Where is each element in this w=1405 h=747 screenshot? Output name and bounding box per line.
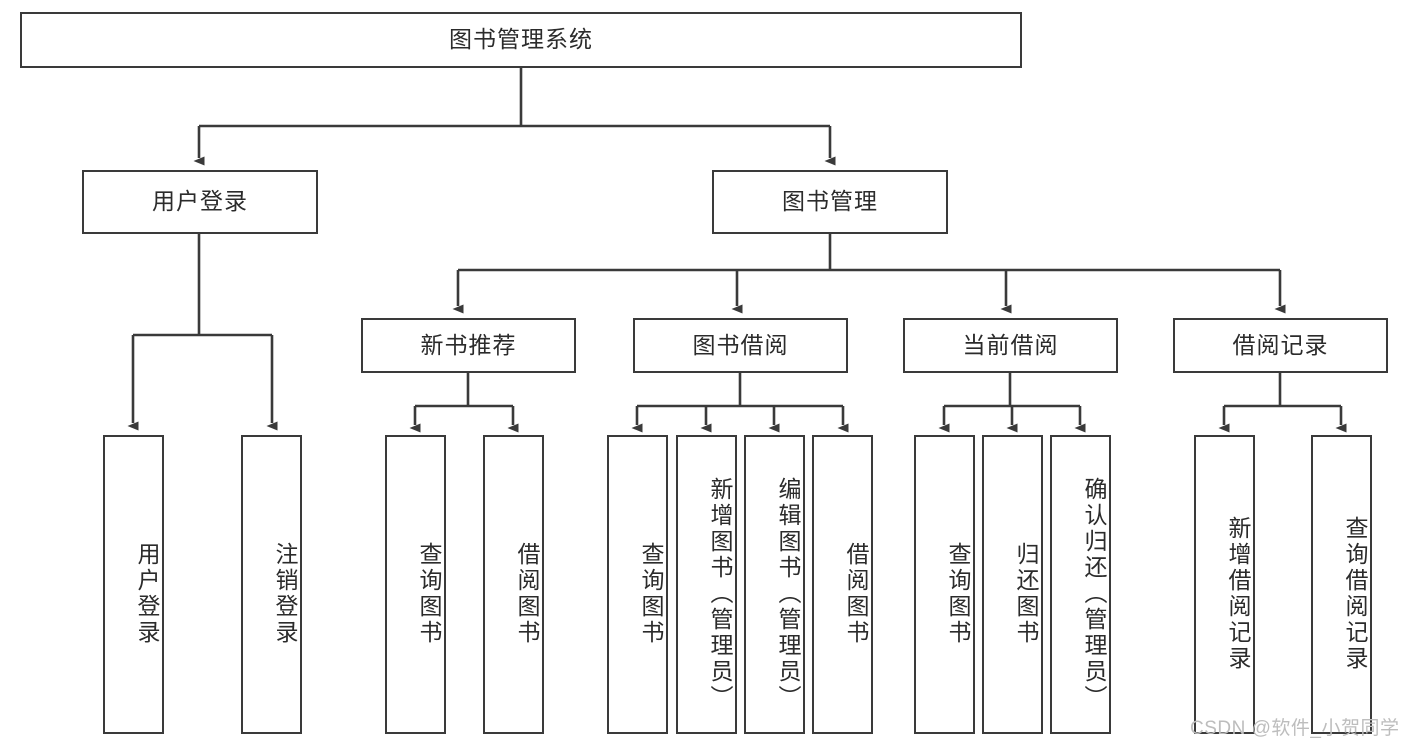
- node-label: 借阅记录: [1232, 331, 1329, 358]
- leaf-add-book[interactable]: 新增图书（管理员）: [676, 435, 737, 734]
- node-label: 用户登录: [152, 188, 248, 215]
- node-label: 查询图书: [416, 541, 442, 646]
- leaf-logout[interactable]: 注销登录: [241, 435, 302, 734]
- leaf-user-login[interactable]: 用户登录: [103, 435, 164, 734]
- leaf-query-record[interactable]: 查询借阅记录: [1311, 435, 1372, 734]
- node-label: 图书管理: [782, 188, 878, 215]
- node-label: 当前借阅: [962, 331, 1059, 358]
- node-label: 图书管理系统: [449, 26, 593, 53]
- leaf-confirm-return[interactable]: 确认归还（管理员）: [1050, 435, 1111, 734]
- leaf-query-book-3[interactable]: 查询图书: [914, 435, 975, 734]
- leaf-add-record[interactable]: 新增借阅记录: [1194, 435, 1255, 734]
- leaf-query-book-2[interactable]: 查询图书: [607, 435, 668, 734]
- node-label: 查询图书: [945, 541, 971, 646]
- leaf-edit-book[interactable]: 编辑图书（管理员）: [744, 435, 805, 734]
- leaf-borrow-book-1[interactable]: 借阅图书: [483, 435, 544, 734]
- node-new-book-recommend[interactable]: 新书推荐: [361, 318, 576, 373]
- watermark-csdn: CSDN @软件_小贺同学: [1190, 718, 1400, 739]
- node-root-system[interactable]: 图书管理系统: [20, 12, 1022, 68]
- node-label: 查询图书: [638, 541, 664, 646]
- node-label: 查询借阅记录: [1342, 515, 1368, 672]
- node-user-login[interactable]: 用户登录: [82, 170, 318, 234]
- node-label: 归还图书: [1013, 541, 1039, 646]
- node-label: 注销登录: [272, 541, 298, 646]
- node-label: 新增借阅记录: [1225, 515, 1251, 672]
- node-label: 新增图书（管理员）: [707, 476, 733, 711]
- node-label: 新书推荐: [420, 331, 517, 358]
- node-label: 编辑图书（管理员）: [775, 476, 801, 711]
- node-borrow-record[interactable]: 借阅记录: [1173, 318, 1388, 373]
- node-label: 借阅图书: [843, 541, 869, 646]
- node-book-borrow[interactable]: 图书借阅: [633, 318, 848, 373]
- node-book-manage[interactable]: 图书管理: [712, 170, 948, 234]
- node-label: 借阅图书: [514, 541, 540, 646]
- node-label: 确认归还（管理员）: [1081, 476, 1107, 711]
- node-label: 图书借阅: [692, 331, 789, 358]
- node-label: 用户登录: [134, 541, 160, 646]
- node-current-borrow[interactable]: 当前借阅: [903, 318, 1118, 373]
- leaf-return-book[interactable]: 归还图书: [982, 435, 1043, 734]
- leaf-borrow-book-2[interactable]: 借阅图书: [812, 435, 873, 734]
- leaf-query-book-1[interactable]: 查询图书: [385, 435, 446, 734]
